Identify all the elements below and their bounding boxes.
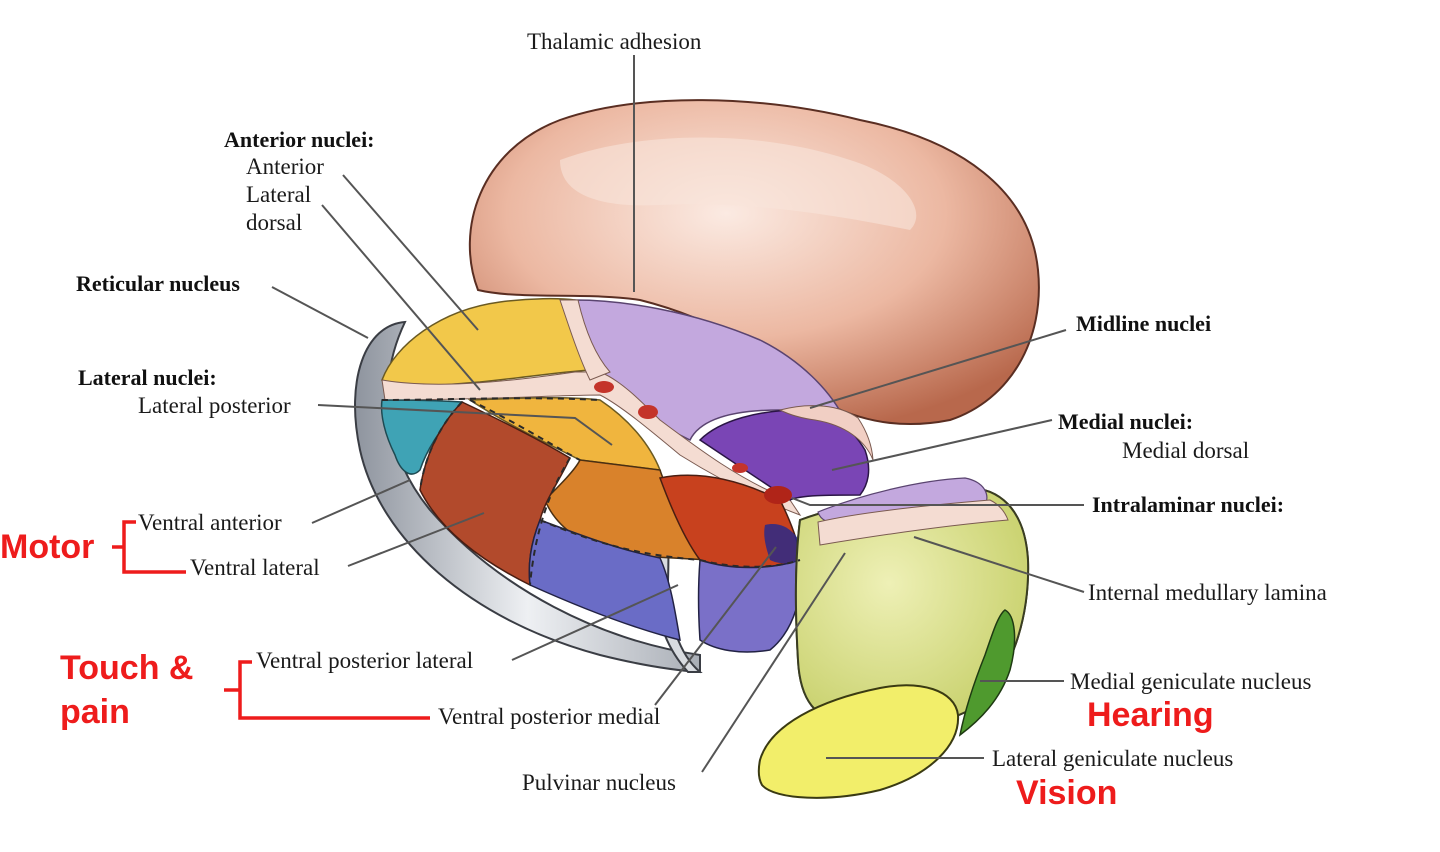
- label-medial-nuclei: Medial nuclei:: [1058, 409, 1193, 434]
- annotation-vision: Vision: [1016, 774, 1117, 812]
- leader-medial-dorsal: [831, 419, 1053, 471]
- annotation-touch-line2: pain: [60, 693, 130, 731]
- label-anterior: Anterior: [246, 154, 324, 179]
- label-lateral-geniculate-nucleus: Lateral geniculate nucleus: [992, 746, 1233, 771]
- intralaminar-dot-1: [594, 381, 614, 393]
- leader-lateral-dorsal: [321, 204, 481, 391]
- leader-midline: [809, 329, 1067, 409]
- dashed-boundary-6: [699, 559, 801, 568]
- leader-vpm: [654, 546, 777, 706]
- intralaminar-dot-2: [638, 405, 658, 419]
- label-lateral-posterior: Lateral posterior: [138, 393, 291, 418]
- label-reticular-nucleus: Reticular nucleus: [76, 271, 240, 296]
- label-ventral-posterior-medial: Ventral posterior medial: [438, 704, 660, 729]
- leader-vpl: [511, 584, 679, 661]
- leader-reticular: [271, 286, 369, 339]
- leader-intralaminar: [791, 497, 1084, 506]
- label-pulvinar-nucleus: Pulvinar nucleus: [522, 770, 676, 795]
- leader-anterior: [342, 174, 479, 331]
- motor-bracket: [112, 520, 186, 574]
- label-medial-geniculate-nucleus: Medial geniculate nucleus: [1070, 669, 1311, 694]
- leader-ventral-anterior: [311, 479, 411, 524]
- label-midline-nuclei: Midline nuclei: [1076, 311, 1211, 336]
- annotation-motor: Motor: [0, 528, 94, 566]
- touch-pain-bracket: [224, 660, 430, 720]
- label-lateral-nuclei: Lateral nuclei:: [78, 365, 217, 390]
- label-dorsal: dorsal: [246, 210, 302, 235]
- dashed-boundary-3: [529, 457, 571, 586]
- label-medial-dorsal: Medial dorsal: [1122, 438, 1249, 463]
- intralaminar-dot-3: [732, 463, 748, 473]
- label-ventral-anterior: Ventral anterior: [138, 510, 282, 535]
- dashed-boundary-2: [419, 401, 463, 491]
- leader-pulvinar: [701, 552, 846, 773]
- adhesion-highlight: [560, 137, 917, 230]
- label-internal-medullary-lamina: Internal medullary lamina: [1088, 580, 1327, 605]
- label-anterior-nuclei: Anterior nuclei:: [224, 127, 375, 152]
- vpm-dark-patch: [764, 524, 805, 564]
- leader-lines: [271, 55, 1085, 773]
- dashed-boundary-1: [381, 397, 601, 401]
- leader-ventral-lateral: [347, 512, 485, 567]
- lamina-y-stem: [559, 299, 611, 381]
- medial-geniculate-nucleus-region: [958, 609, 1016, 737]
- leader-lateral-posterior: [317, 404, 613, 446]
- dashed-boundary-4: [539, 519, 701, 561]
- leader-internal-lamina: [913, 536, 1085, 593]
- label-lateral: Lateral: [246, 182, 311, 207]
- ventral-anterior-region: [380, 399, 464, 475]
- internal-medullary-lamina-band: [381, 371, 802, 517]
- label-ventral-posterior-lateral: Ventral posterior lateral: [256, 648, 473, 673]
- label-thalamic-adhesion: Thalamic adhesion: [527, 29, 702, 54]
- reticular-nucleus-shell: [354, 320, 701, 674]
- dashed-boundary-5: [469, 399, 581, 461]
- lateral-geniculate-nucleus-region: [757, 684, 960, 799]
- pulvinar-lamina-edge: [817, 499, 1009, 546]
- label-ventral-lateral: Ventral lateral: [190, 555, 320, 580]
- annotation-touch-line1: Touch &: [60, 649, 193, 687]
- intralaminar-dot-4: [764, 486, 792, 504]
- label-intralaminar-nuclei: Intralaminar nuclei:: [1092, 492, 1284, 517]
- annotation-hearing: Hearing: [1087, 696, 1214, 734]
- ventral-posterior-lower-block: [697, 558, 802, 653]
